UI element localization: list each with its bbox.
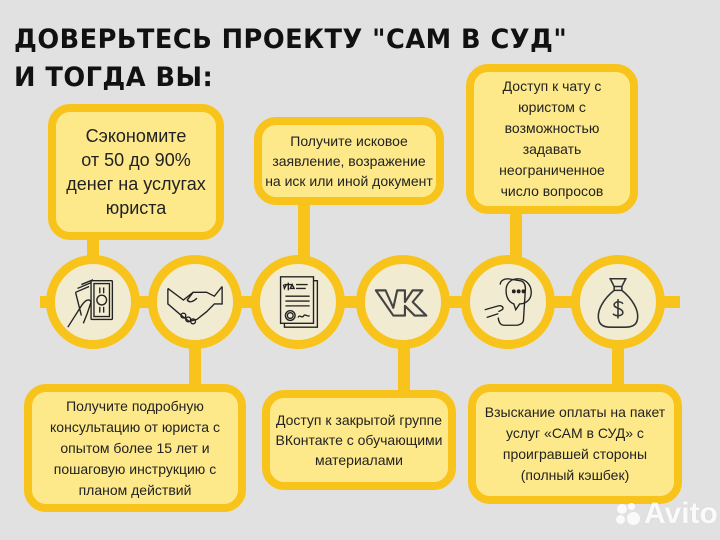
- money-bag-circle: [571, 255, 665, 349]
- connector-stem: [398, 340, 410, 395]
- handshake-icon: [167, 286, 223, 325]
- headline-line-1: ДОВЕРЬТЕСЬ ПРОЕКТУ "САМ В СУД": [14, 24, 568, 55]
- handshake-circle: [148, 255, 242, 349]
- vk-logo-icon: [374, 289, 428, 317]
- benefit-consultation-box: Получите подробную консультацию от юрист…: [24, 384, 246, 512]
- avito-logo-icon: [615, 501, 641, 527]
- connector-stem: [298, 195, 310, 260]
- benefit-cashback-box: Взыскание оплаты на пакет услуг «САМ в С…: [468, 384, 682, 504]
- headline-line-2: И ТОГДА ВЫ:: [14, 62, 214, 93]
- phone-chat-icon: [484, 278, 532, 326]
- money-bag-icon: [597, 277, 639, 328]
- vk-logo-circle: [356, 255, 450, 349]
- avito-wordmark: Avito: [644, 497, 718, 530]
- money-hand-icon: [67, 279, 114, 328]
- phone-chat-circle: [461, 255, 555, 349]
- connector-stem: [189, 340, 201, 390]
- benefit-text: Взыскание оплаты на пакет услуг «САМ в С…: [484, 404, 666, 483]
- avito-watermark: Avito: [615, 497, 718, 531]
- benefit-savings-box: Сэкономите от 50 до 90% денег на услугах…: [48, 104, 224, 240]
- benefit-text: Доступ к чату с юристом с возможностью з…: [499, 78, 605, 199]
- benefit-text: Получите исковое заявление, возражение н…: [265, 133, 433, 189]
- benefit-text: Доступ к закрытой группе ВКонтакте с обу…: [275, 412, 443, 468]
- legal-document-icon: [279, 276, 319, 328]
- benefit-chat-box: Доступ к чату с юристом с возможностью з…: [466, 64, 638, 214]
- benefit-vk-group-box: Доступ к закрытой группе ВКонтакте с обу…: [262, 390, 456, 490]
- connector-stem: [510, 205, 522, 260]
- money-hand-circle: [46, 255, 140, 349]
- legal-document-circle: [251, 255, 345, 349]
- benefit-document-box: Получите исковое заявление, возражение н…: [254, 117, 444, 205]
- connector-stem: [612, 340, 624, 390]
- benefit-text: Получите подробную консультацию от юрист…: [50, 397, 220, 498]
- benefit-text: Сэкономите от 50 до 90% денег на услугах…: [66, 126, 206, 218]
